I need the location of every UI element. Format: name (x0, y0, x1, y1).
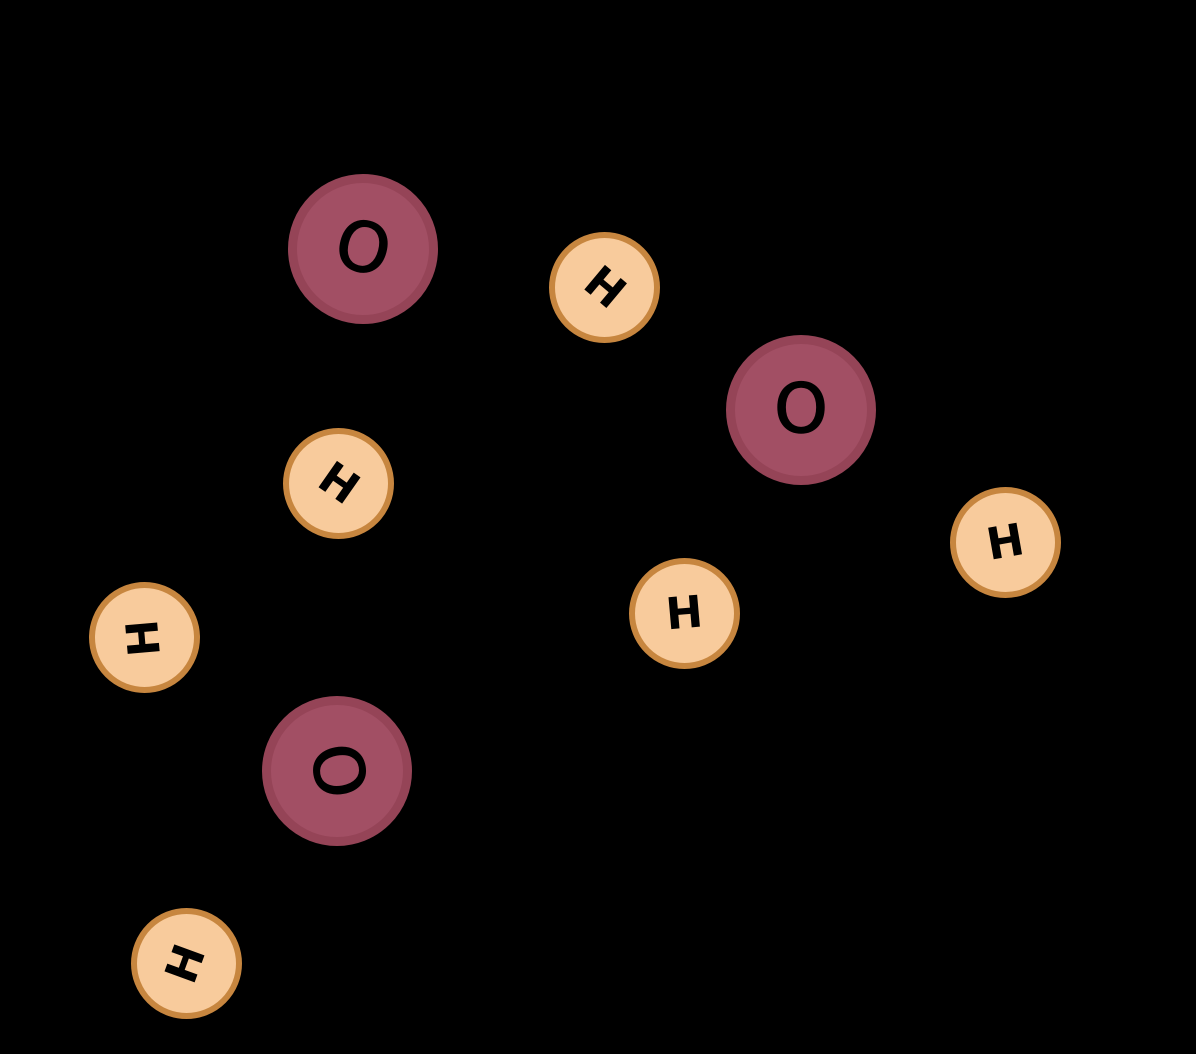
hydrogen-atom: H (950, 487, 1061, 598)
atom-label: O (773, 370, 828, 449)
hydrogen-atom: H (629, 558, 740, 669)
atom-label: H (116, 616, 172, 659)
oxygen-atom: O (726, 335, 876, 485)
atom-label: H (574, 255, 636, 319)
atom-label: O (293, 737, 382, 805)
atom-label: H (663, 585, 706, 641)
oxygen-atom: O (262, 696, 412, 846)
hydrogen-atom: H (549, 232, 660, 343)
hydrogen-atom: H (283, 428, 394, 539)
atom-label: O (326, 203, 400, 295)
hydrogen-atom: H (131, 908, 242, 1019)
atom-label: H (155, 937, 217, 990)
atom-label: H (982, 513, 1028, 571)
atom-label: H (309, 451, 369, 515)
hydrogen-atom: H (89, 582, 200, 693)
oxygen-atom: O (288, 174, 438, 324)
